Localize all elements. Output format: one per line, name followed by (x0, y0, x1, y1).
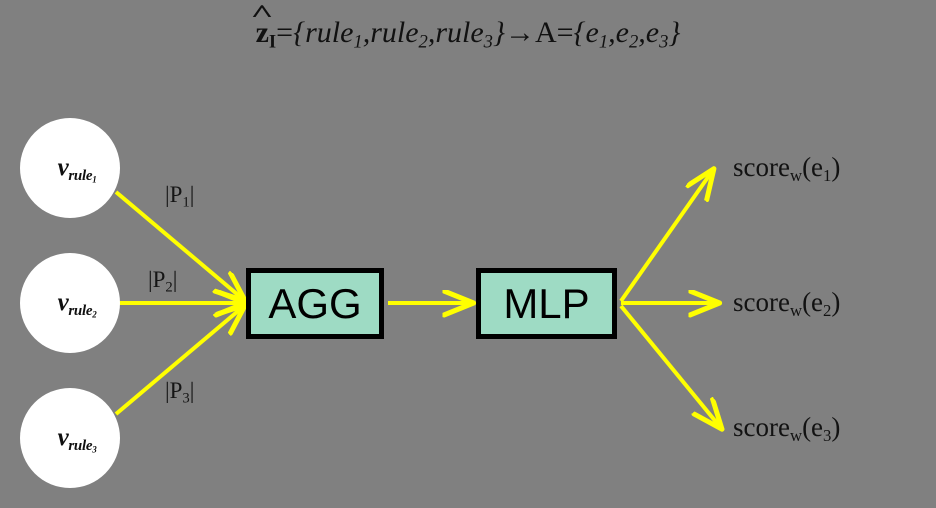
title-comma-1: , (362, 16, 371, 49)
title-equals-2: = (556, 16, 574, 49)
node-rule-2-sub: rule2 (68, 303, 96, 319)
score-label-e2-index: 2 (823, 301, 832, 321)
score-label-e1-index: 1 (823, 166, 832, 186)
score-label-e3-sub: w (789, 426, 803, 446)
title-comma-3: , (608, 16, 616, 49)
title-a-symbol: A (534, 16, 557, 49)
title-set-close-2: } (668, 16, 681, 49)
node-rule-3-sub-index: 3 (92, 444, 97, 455)
node-rule-1-label: vrule1 (44, 154, 97, 184)
edge-label-p1-prefix: |P (165, 182, 183, 207)
title-entity-1-sub: 1 (598, 31, 609, 53)
title-rule-2: rule (370, 16, 419, 49)
title-rule-1: rule (305, 16, 354, 49)
node-rule-3-sub-text: rule (68, 437, 93, 454)
node-rule-1-sub: rule1 (68, 168, 96, 184)
score-label-e1-prefix: score (733, 152, 790, 182)
node-rule-2-sub-index: 2 (92, 309, 97, 320)
edge-label-p3-prefix: |P (165, 378, 183, 403)
agg-box[interactable]: AGG (246, 268, 384, 339)
title-set-close-1: } (492, 16, 505, 49)
edge-label-p3-suffix: | (189, 378, 195, 403)
edge-label-p2-prefix: |P (148, 267, 166, 292)
arrow-mlp-score3 (619, 304, 721, 428)
edge-label-p2: |P2| (148, 267, 178, 296)
node-rule-2[interactable]: vrule2 (20, 253, 120, 353)
node-rule-2-label: vrule2 (44, 289, 97, 319)
title-comma-4: , (638, 16, 646, 49)
node-rule-1-symbol: v (57, 154, 69, 181)
score-label-e2-open: (e (802, 287, 824, 317)
title-rule-3: rule (435, 16, 484, 49)
title-set-open-1: { (293, 16, 306, 49)
score-label-e3-open: (e (802, 412, 824, 442)
title-entity-2-sub: 2 (629, 31, 639, 53)
node-rule-3-symbol: v (57, 424, 69, 451)
title-right-arrow-icon: → (504, 16, 535, 49)
title-entity-1: e (585, 16, 599, 49)
title-set-open-2: { (573, 16, 586, 49)
mlp-box-label: MLP (503, 279, 590, 327)
node-rule-1-sub-text: rule (68, 167, 93, 184)
agg-box-label: AGG (268, 279, 362, 327)
node-rule-3[interactable]: vrule3 (20, 388, 120, 488)
arrow-mlp-score1 (619, 170, 713, 303)
z-hat-group: ^z (251, 1, 274, 52)
node-rule-3-label: vrule3 (44, 424, 97, 454)
score-label-e3-index: 3 (823, 426, 832, 446)
arrow-rule3-agg (114, 306, 244, 416)
title-entity-3: e (645, 16, 660, 49)
score-label-e2-close: ) (831, 287, 841, 317)
edge-label-p3: |P3| (165, 378, 195, 407)
score-label-e2-sub: w (789, 301, 803, 321)
mlp-box[interactable]: MLP (476, 268, 617, 339)
title-entity-3-sub: 3 (659, 31, 669, 53)
score-label-e3-prefix: score (733, 412, 790, 442)
z-symbol: z (255, 16, 269, 49)
node-rule-1-sub-index: 1 (92, 174, 97, 185)
score-label-e3: scorew(e3) (733, 412, 841, 446)
score-label-e1-open: (e (802, 152, 824, 182)
title-rule-2-sub: 2 (418, 31, 428, 53)
score-label-e2-prefix: score (733, 287, 790, 317)
edge-label-p1-sub: 1 (182, 194, 190, 211)
title-formula: ^zI={rule1,rule2,rule3}→A={e1,e2,e3} (0, 1, 936, 53)
title-comma-2: , (427, 16, 436, 49)
title-rule-1-sub: 1 (353, 31, 363, 53)
edge-label-p1-suffix: | (189, 182, 195, 207)
title-entity-2: e (615, 16, 629, 49)
node-rule-2-sub-text: rule (68, 302, 93, 319)
score-label-e1: scorew(e1) (733, 152, 841, 186)
node-rule-3-sub: rule3 (68, 438, 96, 454)
score-label-e2: scorew(e2) (733, 287, 841, 321)
title-rule-3-sub: 3 (483, 31, 493, 53)
edge-label-p2-suffix: | (172, 267, 178, 292)
hat-accent-icon: ^ (250, 0, 274, 29)
arrow-rule1-agg (114, 190, 244, 300)
edge-label-p2-sub: 2 (165, 279, 173, 296)
edge-label-p1: |P1| (165, 182, 195, 211)
edge-label-p3-sub: 3 (182, 390, 190, 407)
title-equals-1: = (276, 16, 294, 49)
score-label-e1-sub: w (789, 166, 803, 186)
score-label-e1-close: ) (831, 152, 841, 182)
score-label-e3-close: ) (831, 412, 841, 442)
node-rule-2-symbol: v (57, 289, 69, 316)
z-subscript: I (268, 31, 277, 53)
node-rule-1[interactable]: vrule1 (20, 118, 120, 218)
